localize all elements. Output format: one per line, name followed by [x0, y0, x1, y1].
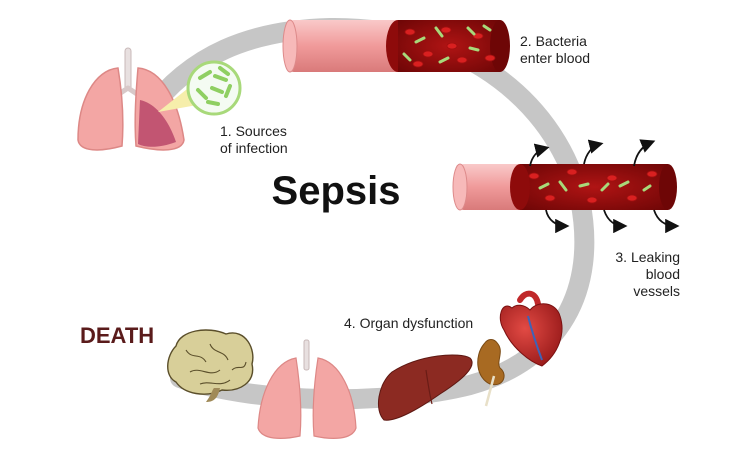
heart-icon: [499, 290, 563, 367]
step-label-line: 2. Bacteria: [520, 33, 587, 49]
step-label-line: 1. Sources: [220, 123, 287, 139]
step-label-line: blood: [646, 266, 680, 282]
lungs-icon: [77, 47, 185, 151]
lungs-icon: [257, 339, 357, 439]
brain-icon: [167, 329, 254, 402]
step-label-line: of infection: [220, 140, 288, 156]
diagram-title: Sepsis: [272, 169, 401, 213]
liver-icon: [377, 354, 473, 421]
step-label-line: vessels: [633, 283, 680, 299]
step-label-line: 4. Organ dysfunction: [344, 315, 473, 331]
step-label-line: enter blood: [520, 50, 590, 66]
bacteria-zoom-icon: [158, 60, 242, 116]
blood-vessel-icon: [282, 19, 510, 73]
death-label: DEATH: [80, 323, 154, 348]
step-label-line: 3. Leaking: [615, 249, 680, 265]
kidney-icon: [477, 339, 505, 407]
leaking-vessel-icon: [452, 139, 680, 234]
step-4-label: 4. Organ dysfunction: [344, 315, 473, 331]
